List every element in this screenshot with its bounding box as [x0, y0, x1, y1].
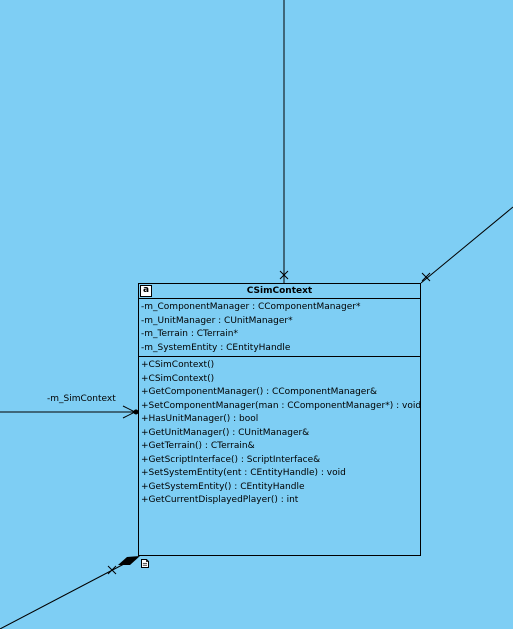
- operation-item[interactable]: +GetTerrain() : CTerrain&: [141, 441, 255, 451]
- connector-lower-left-composition[interactable]: [0, 563, 125, 629]
- attribute-item[interactable]: -m_SystemEntity : CEntityHandle: [141, 342, 291, 353]
- operation-item[interactable]: +CSimContext(): [141, 360, 215, 370]
- navigability-x-icon: [107, 565, 117, 575]
- note-icon[interactable]: [141, 559, 149, 568]
- attribute-item[interactable]: -m_UnitManager : CUnitManager*: [141, 315, 293, 326]
- operation-item[interactable]: +GetCurrentDisplayedPlayer() : int: [141, 495, 299, 505]
- association-label: -m_SimContext: [47, 394, 116, 404]
- operation-item[interactable]: +GetUnitManager() : CUnitManager&: [141, 427, 310, 438]
- navigability-x-icon: [421, 272, 431, 282]
- operation-item[interactable]: +GetScriptInterface() : ScriptInterface&: [141, 454, 321, 465]
- operation-item[interactable]: +GetSystemEntity() : CEntityHandle: [141, 481, 305, 492]
- class-header: a CSimContext: [139, 284, 420, 299]
- attribute-item[interactable]: -m_Terrain : CTerrain*: [141, 329, 238, 339]
- attributes-compartment: -m_ComponentManager : CComponentManager*…: [139, 299, 420, 357]
- class-name[interactable]: CSimContext: [246, 286, 313, 296]
- operation-item[interactable]: +CSimContext(): [141, 373, 215, 384]
- operation-item[interactable]: +GetComponentManager() : CComponentManag…: [141, 387, 378, 397]
- connector-upper-right[interactable]: [420, 206, 513, 284]
- ownership-dot-icon: [133, 409, 139, 415]
- uml-class-box[interactable]: a CSimContext -m_ComponentManager : CCom…: [138, 283, 421, 556]
- operation-item[interactable]: +HasUnitManager() : bool: [141, 414, 259, 424]
- abstract-class-icon: a: [140, 285, 152, 297]
- attribute-item[interactable]: -m_ComponentManager : CComponentManager*: [141, 302, 361, 312]
- navigability-x-icon: [279, 270, 289, 280]
- operations-compartment: +CSimContext() +CSimContext() +GetCompon…: [139, 357, 422, 508]
- composition-diamond-icon: [118, 556, 140, 565]
- operation-item[interactable]: +SetComponentManager(man : CComponentMan…: [141, 400, 422, 411]
- operation-item[interactable]: +SetSystemEntity(ent : CEntityHandle) : …: [141, 468, 346, 478]
